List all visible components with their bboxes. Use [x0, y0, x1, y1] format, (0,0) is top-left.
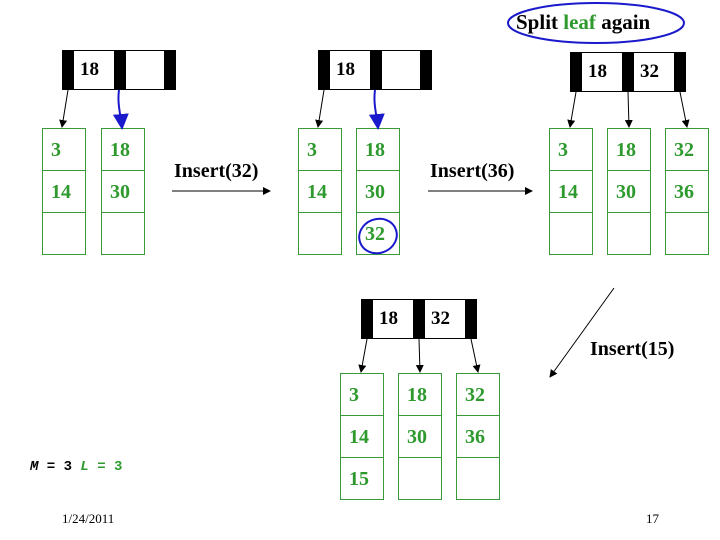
stage2-internal-key-1: 18: [330, 50, 370, 90]
leaf-cell: 3: [42, 128, 86, 171]
leaf-cell: 18: [356, 128, 400, 171]
blue-annotation-ellipse: [507, 2, 685, 44]
stage1-internal-node: 18: [62, 50, 176, 90]
stage4-internal-key-2: 32: [425, 299, 465, 339]
stage3-internal-key-1: 18: [582, 52, 622, 92]
pointer-arrow: [59, 89, 69, 128]
stage3-leaf-1: 3 14: [549, 128, 593, 255]
stage4-leaf-1: 3 14 15: [340, 373, 384, 500]
parameters-label: M = 3 L = 3: [30, 459, 122, 475]
l-param-name: L: [80, 459, 89, 475]
stage2-leaf-2: 18 30 32: [356, 128, 400, 255]
m-param-name: M: [30, 459, 39, 475]
stage4-leaf-2: 18 30: [398, 373, 442, 500]
operation-label-3: Insert(15): [590, 338, 675, 360]
leaf-cell: [607, 212, 651, 255]
blue-annotation-pointer: [368, 89, 385, 130]
stage3-internal-key-2: 32: [634, 52, 674, 92]
pointer-arrow: [315, 89, 325, 128]
leaf-cell: 14: [298, 170, 342, 213]
title-text-green: leaf: [563, 10, 596, 34]
pointer-arrow: [415, 338, 424, 373]
stage2-leaf-1: 3 14: [298, 128, 342, 255]
leaf-cell: 14: [549, 170, 593, 213]
stage2-internal-node: 18: [318, 50, 432, 90]
leaf-cell: [298, 212, 342, 255]
leaf-cell: 14: [340, 415, 384, 458]
leaf-cell: 30: [101, 170, 145, 213]
stage4-internal-key-1: 18: [373, 299, 413, 339]
leaf-cell: [42, 212, 86, 255]
operation-label-1: Insert(32): [174, 160, 259, 182]
leaf-cell: 14: [42, 170, 86, 213]
leaf-cell: [101, 212, 145, 255]
pointer-arrow: [358, 338, 368, 373]
m-param-value: = 3: [38, 459, 81, 475]
title-text-after: again: [595, 10, 651, 34]
pointer-arrow: [679, 91, 690, 128]
pointer-arrow: [567, 91, 577, 128]
leaf-cell: 15: [340, 457, 384, 500]
l-param-value: = 3: [88, 459, 123, 475]
pointer-arrow: [470, 338, 481, 373]
footer-page-number: 17: [646, 511, 659, 526]
stage1-internal-key-1: 18: [74, 50, 114, 90]
stage4-internal-node: 18 32: [361, 299, 477, 339]
slide-title: Split leaf again: [516, 10, 650, 35]
leaf-cell: 30: [607, 170, 651, 213]
stage3-leaf-2: 18 30: [607, 128, 651, 255]
operation-label-2: Insert(36): [430, 160, 515, 182]
stage2-internal-key-2: [382, 50, 420, 90]
stage3-internal-node: 18 32: [570, 52, 686, 92]
stage1-internal-key-2: [126, 50, 164, 90]
stage1-leaf-1: 3 14: [42, 128, 86, 255]
pointer-arrow: [624, 91, 633, 128]
leaf-cell: 3: [549, 128, 593, 171]
leaf-cell: 32: [456, 373, 500, 416]
operation-arrow-3: [549, 287, 615, 378]
leaf-cell: [665, 212, 709, 255]
stage1-leaf-2: 18 30: [101, 128, 145, 255]
blue-annotation-circle: [358, 217, 398, 255]
leaf-cell: [549, 212, 593, 255]
leaf-cell: 18: [398, 373, 442, 416]
stage3-leaf-3: 32 36: [665, 128, 709, 255]
stage4-leaf-3: 32 36: [456, 373, 500, 500]
leaf-cell: [398, 457, 442, 500]
footer-date: 1/24/2011: [62, 511, 115, 526]
title-text-before: Split: [516, 10, 564, 34]
leaf-cell: 36: [456, 415, 500, 458]
leaf-cell: 3: [340, 373, 384, 416]
leaf-cell: 32: [665, 128, 709, 171]
leaf-cell: 30: [398, 415, 442, 458]
blue-annotation-pointer: [112, 89, 129, 130]
leaf-cell: [456, 457, 500, 500]
